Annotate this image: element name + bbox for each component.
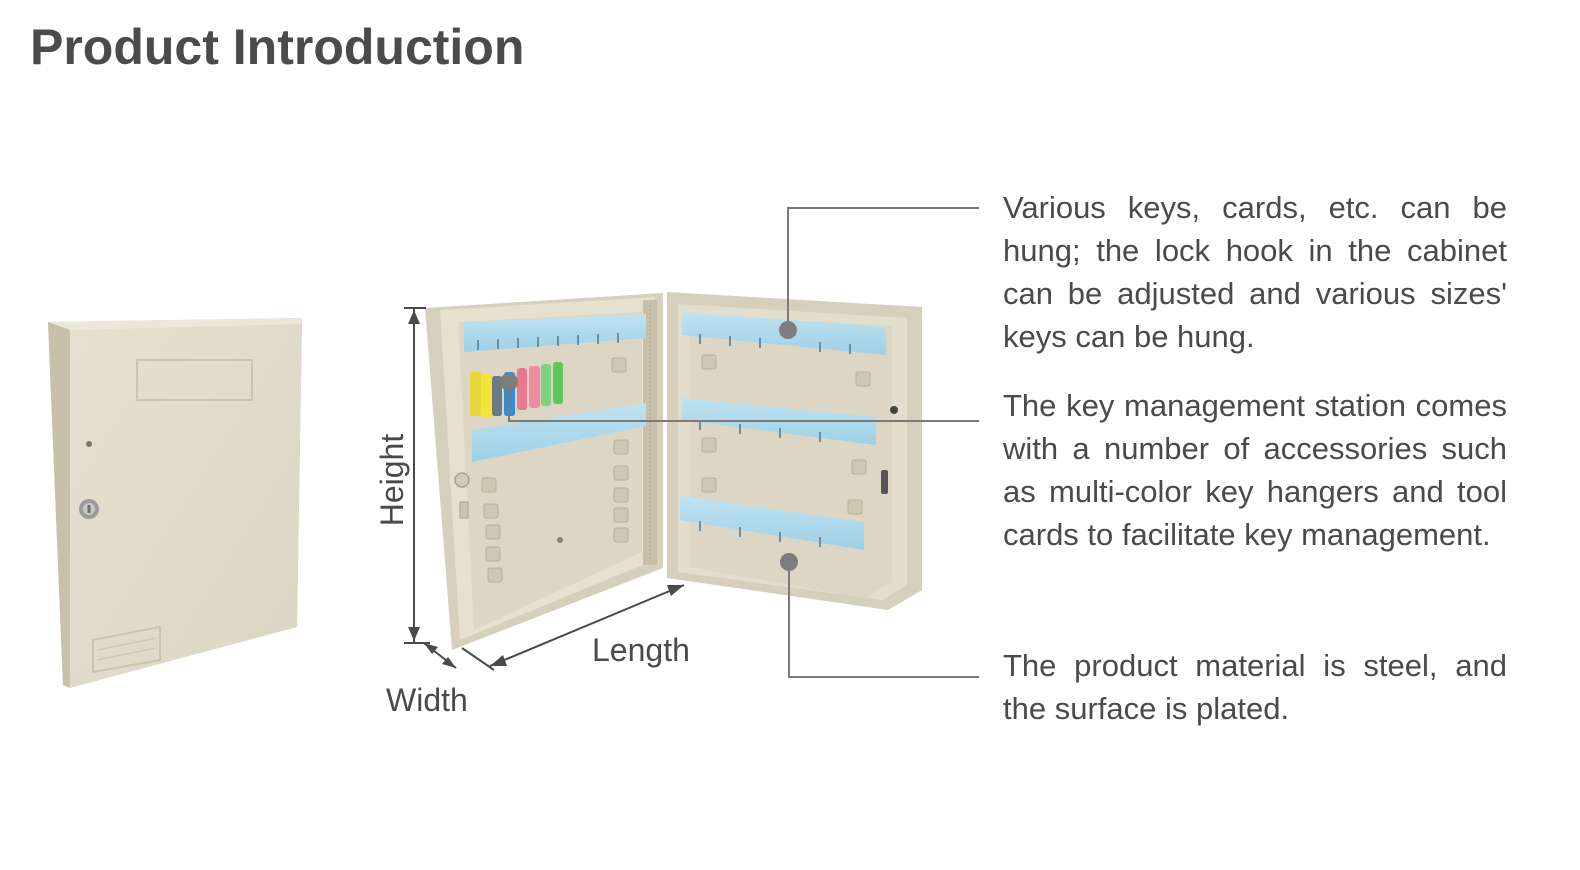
key-strip: [472, 403, 646, 462]
leader-line-2: [500, 373, 979, 422]
callout-key-hanging: Various keys, cards, etc. can be hung; t…: [1003, 190, 1507, 354]
width-label: Width: [386, 682, 468, 718]
closed-cabinet-door: [70, 318, 302, 688]
key-strip: [680, 496, 864, 550]
leader-line-3: [780, 553, 979, 678]
page-title: Product Introduction: [30, 19, 525, 75]
dimension-length: [461, 584, 685, 671]
dimension-width: [423, 642, 457, 669]
closed-cabinet-side: [48, 322, 70, 688]
open-cabinet: [425, 292, 922, 650]
leader-line-1: [779, 207, 979, 339]
dimension-height: [404, 307, 430, 644]
height-label: Height: [374, 434, 410, 527]
label-plate: [136, 359, 253, 401]
callout-material: The product material is steel, and the s…: [1003, 648, 1507, 726]
callout-accessories: The key management station comes with a …: [1003, 388, 1507, 552]
closed-cabinet: [48, 318, 302, 688]
key-tags: [470, 362, 563, 418]
length-label: Length: [592, 632, 690, 668]
vent-plate: [92, 625, 161, 674]
hinge: [643, 300, 657, 565]
key-strip: [464, 314, 646, 352]
lock-icon: [79, 499, 99, 519]
